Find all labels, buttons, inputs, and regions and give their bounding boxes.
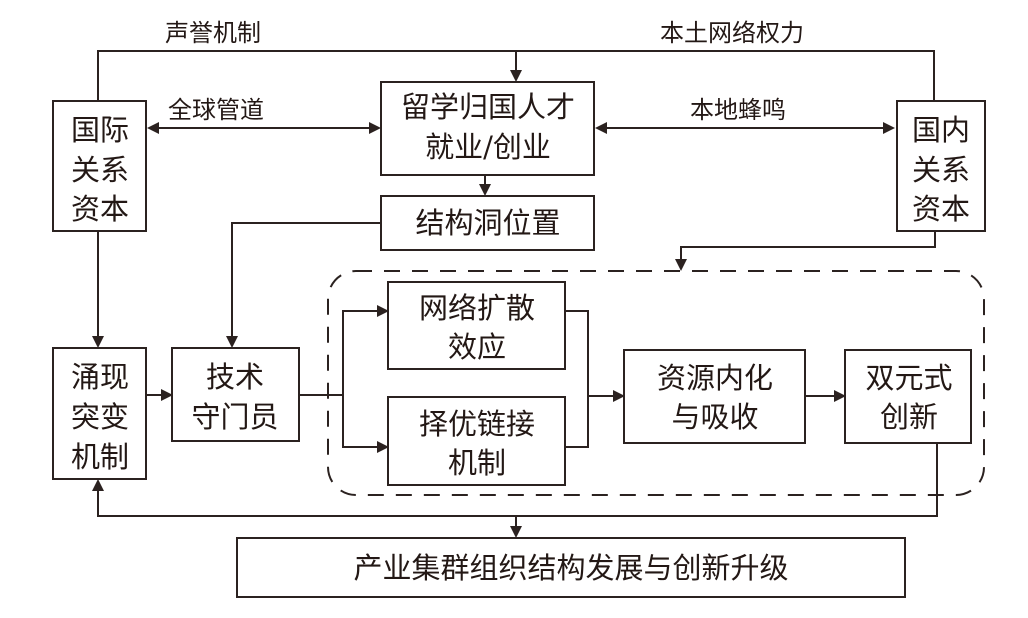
arrowhead-right-icon (369, 122, 381, 134)
node-talent: 留学归国人才 就业/创业 (380, 81, 595, 176)
node-talent-line-2: 就业/创业 (425, 130, 551, 164)
edge-gatekeeper-to-diffusion-line (342, 310, 379, 395)
node-network-diffusion: 网络扩散 效应 (387, 281, 566, 370)
arrowhead-right-icon (377, 441, 389, 453)
node-structural-hole: 结构洞位置 (380, 195, 595, 251)
edge-label-reputation: 声誉机制 (165, 19, 261, 47)
node-gatekeeper-line-2: 守门员 (191, 400, 278, 434)
node-preferential-attachment: 择优链接 机制 (387, 396, 566, 486)
arrowhead-into-talent-icon (510, 70, 522, 82)
edge-diffusion-merge-line (565, 310, 589, 448)
node-domestic-line-3: 资本 (912, 192, 970, 226)
node-domestic-line-1: 国内 (912, 113, 970, 147)
node-international-capital: 国际 关系 资本 (52, 100, 147, 232)
node-diffusion-line-2: 效应 (448, 330, 506, 364)
node-structural-hole-line-1: 结构洞位置 (415, 206, 560, 240)
node-attachment-line-1: 择优链接 (419, 407, 535, 441)
node-emergence-mechanism: 涌现 突变 机制 (52, 347, 147, 480)
arrowhead-down-icon (510, 526, 522, 538)
node-dual-line-2: 创新 (880, 400, 938, 434)
arrowhead-down-icon (675, 259, 687, 271)
node-domestic-line-2: 关系 (912, 153, 970, 187)
edge-label-global-pipeline: 全球管道 (168, 96, 264, 124)
node-absorption-line-2: 与吸收 (671, 400, 758, 434)
edge-gatekeeper-to-attachment-line (342, 395, 379, 448)
node-tech-gatekeeper: 技术 守门员 (171, 347, 300, 442)
arrowhead-down-icon (479, 184, 491, 196)
node-dual-innovation: 双元式 创新 (844, 349, 972, 444)
arrowhead-right-icon (161, 389, 173, 401)
arrowhead-right-icon (883, 122, 895, 134)
arrowhead-right-icon (834, 390, 846, 402)
arrowhead-right-icon (377, 305, 389, 317)
node-emergence-line-3: 机制 (71, 440, 129, 474)
node-dual-line-1: 双元式 (865, 361, 952, 395)
node-resource-absorption: 资源内化 与吸收 (623, 349, 806, 444)
edge-dual-to-bottom-line (97, 443, 938, 517)
arrowhead-down-icon (92, 336, 104, 348)
innovation-process-group (327, 270, 985, 496)
node-absorption-line-1: 资源内化 (657, 361, 773, 395)
edge-label-local-power: 本土网络权力 (660, 19, 804, 47)
node-attachment-line-2: 机制 (448, 446, 506, 480)
node-cluster-upgrade: 产业集群组织结构发展与创新升级 (236, 537, 906, 598)
arrowhead-down-icon (226, 336, 238, 348)
node-domestic-capital: 国内 关系 资本 (896, 100, 986, 232)
node-international-line-3: 资本 (71, 192, 129, 226)
arrowhead-left-icon (147, 122, 159, 134)
node-emergence-line-1: 涌现 (71, 360, 129, 394)
node-international-line-2: 关系 (71, 153, 129, 187)
node-emergence-line-2: 突变 (71, 400, 129, 434)
node-cluster-upgrade-line-1: 产业集群组织结构发展与创新升级 (353, 551, 788, 585)
edge-label-local-buzz: 本地蜂鸣 (690, 96, 786, 124)
node-diffusion-line-1: 网络扩散 (419, 291, 535, 325)
node-international-line-1: 国际 (71, 113, 129, 147)
arrowhead-up-icon (92, 479, 104, 491)
node-talent-line-1: 留学归国人才 (401, 90, 575, 124)
edge-domestic-to-group-line (680, 231, 936, 262)
arrowhead-left-icon (595, 122, 607, 134)
node-gatekeeper-line-1: 技术 (206, 360, 264, 394)
edge-structural-hole-to-gatekeeper-line (231, 222, 381, 338)
arrowhead-right-icon (613, 390, 625, 402)
